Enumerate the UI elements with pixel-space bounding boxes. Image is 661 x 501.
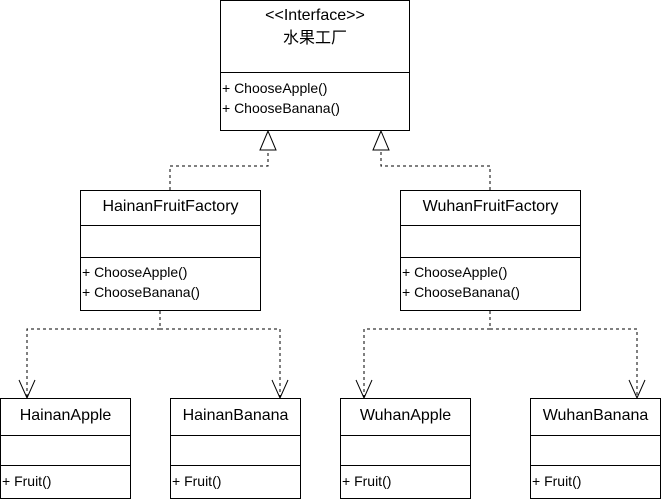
class-name: HainanFruitFactory [102,198,239,215]
class-name: WuhanApple [359,407,452,424]
attributes-section [1,435,130,465]
interface-methods-section: + ChooseApple() + ChooseBanana() [221,78,409,118]
class-method: + ChooseBanana() [402,284,520,300]
class-name: WuhanFruitFactory [422,198,559,215]
interface-name: 水果工厂 [282,30,347,47]
interface-attributes-section [221,72,409,73]
wuhan-banana-box[interactable]: WuhanBanana + Fruit() [530,398,661,499]
methods-section: + Fruit() [531,465,660,491]
class-method: + Fruit() [2,473,52,489]
methods-section: + ChooseApple() + ChooseBanana() [401,257,580,302]
dependency-line-hainan-apple [26,311,161,398]
class-name: HainanApple [19,407,112,424]
class-method: + ChooseBanana() [82,284,200,300]
methods-section: + ChooseApple() + ChooseBanana() [81,257,260,302]
interface-stereotype: <<Interface>> [265,7,365,24]
wuhan-apple-box[interactable]: WuhanApple + Fruit() [340,398,471,499]
methods-section: + Fruit() [171,465,300,491]
interface-header: <<Interface>> 水果工厂 [221,5,409,71]
interface-class-box[interactable]: <<Interface>> 水果工厂 + ChooseApple() + Cho… [220,0,410,131]
methods-section: + Fruit() [341,465,470,491]
hainan-banana-box[interactable]: HainanBanana + Fruit() [170,398,301,499]
dependency-line-wuhan-banana [490,328,638,398]
realization-line-wuhan [380,150,491,190]
class-method: + ChooseApple() [402,264,508,280]
class-method: + Fruit() [342,473,392,489]
wuhan-fruit-factory-box[interactable]: WuhanFruitFactory + ChooseApple() + Choo… [400,190,581,311]
interface-method: + ChooseBanana() [222,100,340,116]
realization-line-hainan [169,150,269,190]
class-method: + Fruit() [532,473,582,489]
class-name: WuhanBanana [542,407,649,424]
attributes-section [341,435,470,465]
realization-arrowhead-hainan [259,129,277,151]
class-method: + ChooseApple() [82,264,188,280]
hainan-apple-box[interactable]: HainanApple + Fruit() [0,398,131,499]
attributes-section [81,225,260,257]
realization-arrowhead-wuhan [372,129,390,151]
class-method: + Fruit() [172,473,222,489]
attributes-section [171,435,300,465]
hainan-fruit-factory-box[interactable]: HainanFruitFactory + ChooseApple() + Cho… [80,190,261,311]
dependency-line-hainan-banana [160,328,281,398]
dependency-line-wuhan-apple [363,311,491,398]
methods-section: + Fruit() [1,465,130,491]
interface-method: + ChooseApple() [222,80,328,96]
attributes-section [401,225,580,257]
class-name: HainanBanana [182,407,289,424]
attributes-section [531,435,660,465]
